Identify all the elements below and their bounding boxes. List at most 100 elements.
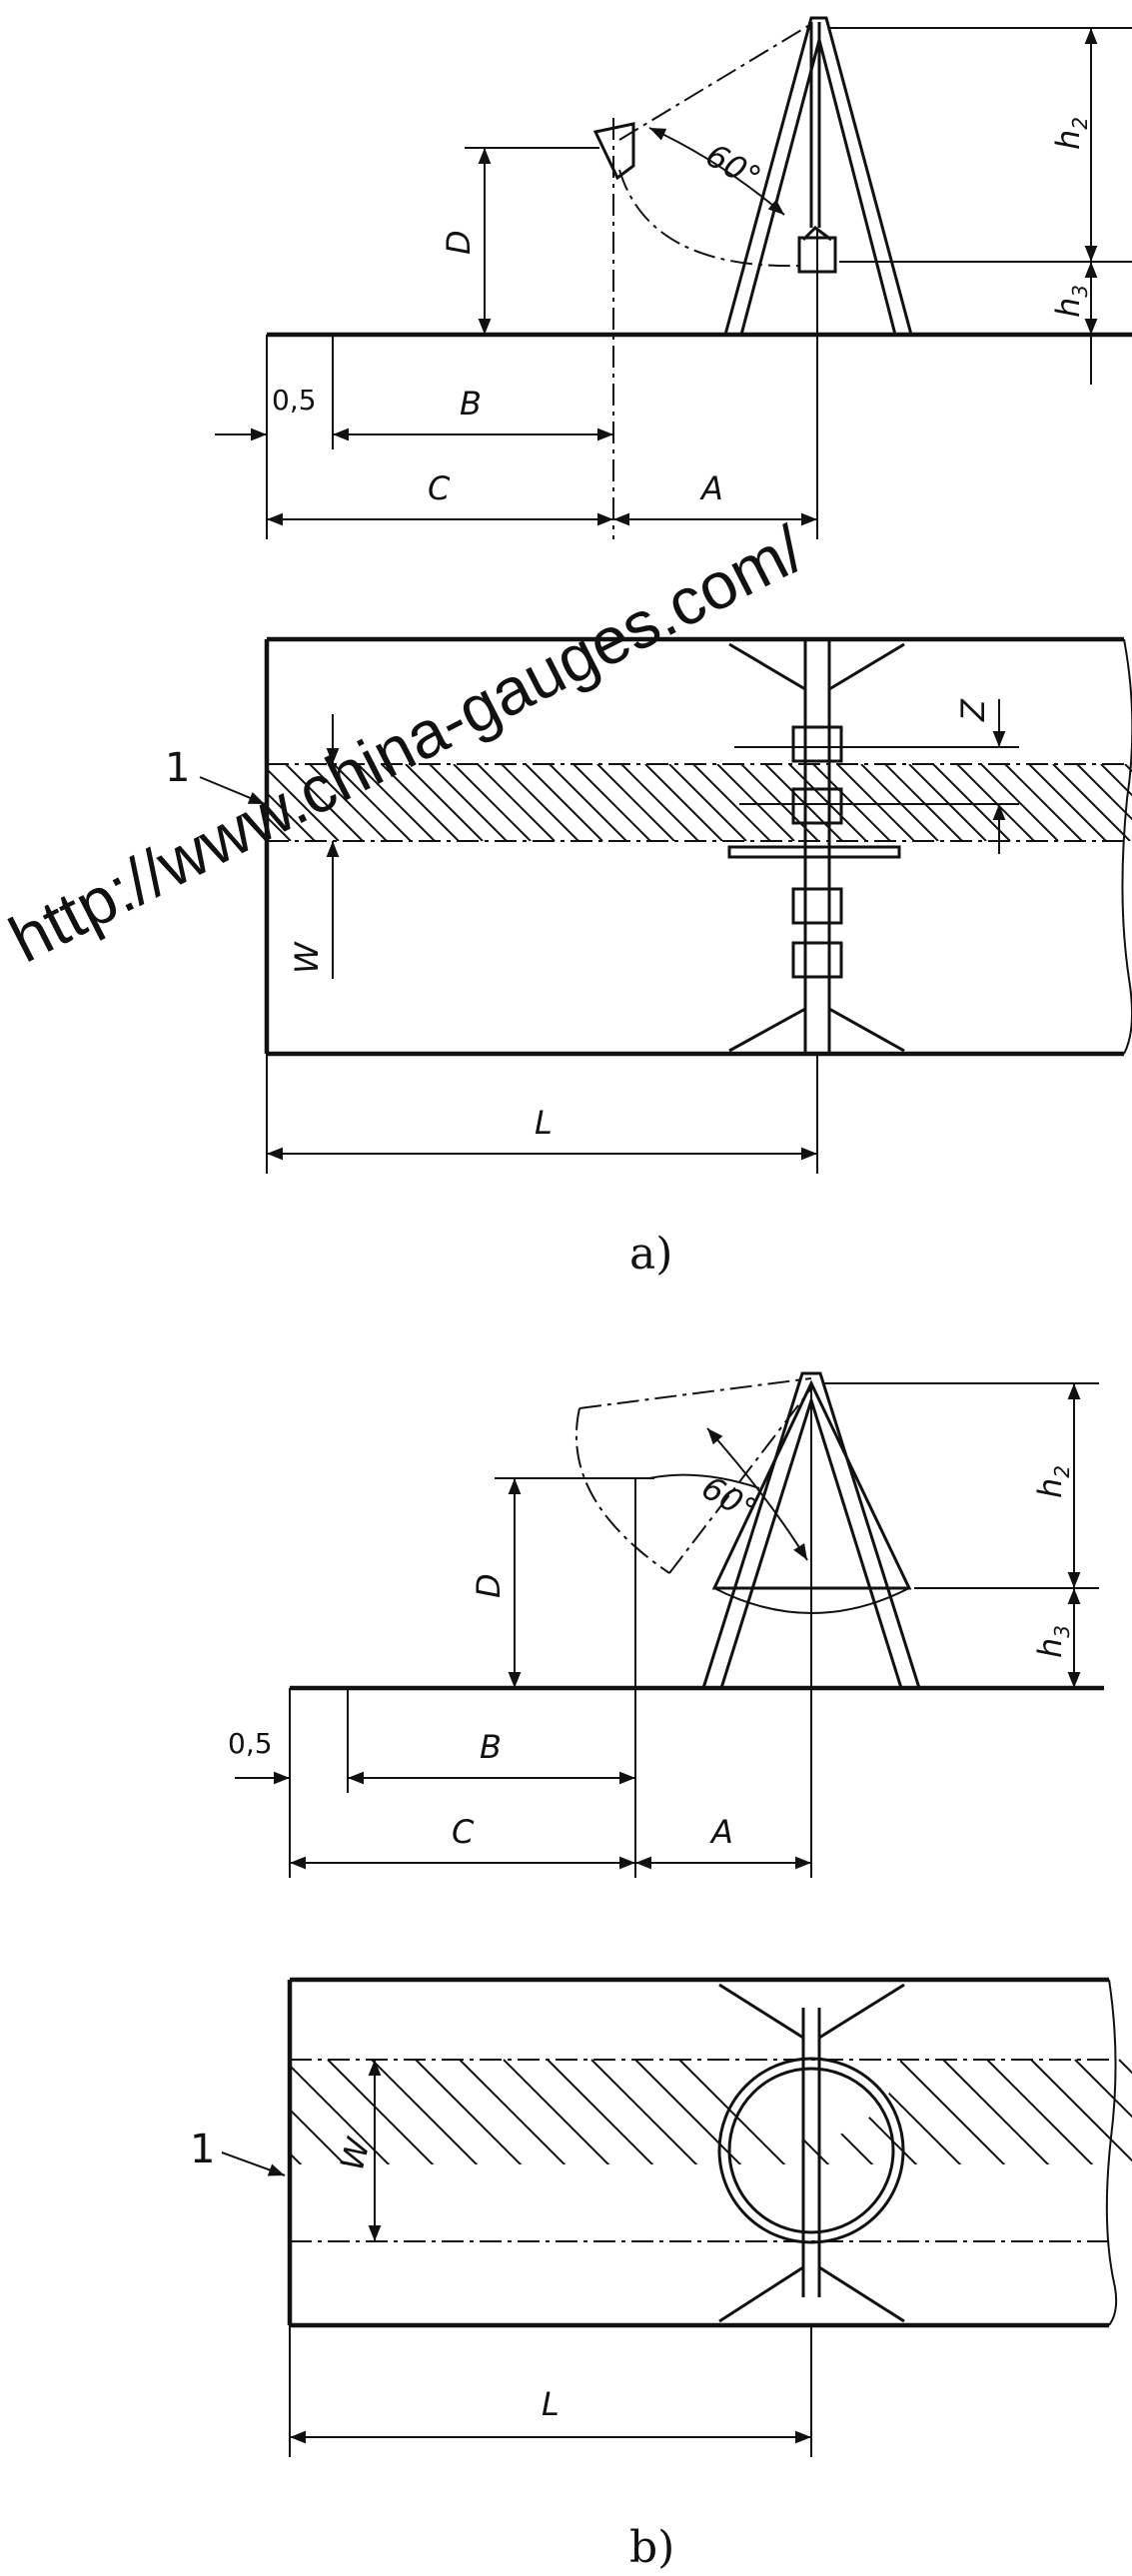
angle-label: 60° <box>699 136 767 197</box>
offset-label: 0,5 <box>272 384 317 417</box>
caption-b: b) <box>629 2522 674 2573</box>
figure-a-plan: Z W 1 L a) <box>165 636 1132 1280</box>
d-label-b: D <box>470 1573 508 1598</box>
hatch-line <box>716 764 795 841</box>
hatch-line <box>371 2059 555 2164</box>
hatch-line <box>1052 764 1131 841</box>
d-label: D <box>440 230 478 255</box>
hatch-line <box>634 2059 818 2164</box>
hatch-line <box>932 764 1011 841</box>
tyre-circle <box>717 2057 905 2244</box>
h2-label-b: h <box>1031 1478 1069 1498</box>
hatch-line <box>267 815 292 841</box>
w-label-b: W <box>333 2133 378 2174</box>
hatch-line <box>503 2059 686 2164</box>
hatch-line <box>415 2059 598 2164</box>
hatch-line <box>596 764 675 841</box>
watermark: http://www.china-gauges.com/ <box>0 511 815 977</box>
figure-b-plan: W 1 L b) <box>190 1977 1132 2573</box>
hatch-line <box>290 2059 423 2164</box>
hatch-line <box>501 764 579 841</box>
hatch-line <box>980 764 1059 841</box>
break-line <box>1121 638 1132 1055</box>
tyre-contact <box>791 725 843 763</box>
svg-text:h3: h3 <box>1049 285 1092 318</box>
a-label: A <box>699 469 723 507</box>
h3-label: h <box>1049 298 1087 318</box>
hatch-line <box>1004 764 1083 841</box>
hatch-line <box>333 764 412 841</box>
hatched-strip-b <box>290 2059 1132 2164</box>
hatch-line <box>668 764 747 841</box>
angle-label-b: 60° <box>695 1468 763 1529</box>
svg-text:h2: h2 <box>1031 1465 1074 1498</box>
pendulum-start <box>592 122 635 181</box>
hatch-line <box>381 764 460 841</box>
hatch-line <box>1100 764 1132 797</box>
offset-label-b: 0,5 <box>228 1727 273 1760</box>
a-label-b: A <box>709 1813 733 1851</box>
hatch-line <box>692 764 771 841</box>
hatch-line <box>860 764 939 841</box>
l-label-b: L <box>542 2385 560 2423</box>
h2-label: h <box>1049 130 1087 150</box>
crossbar <box>727 845 901 859</box>
hatch-line <box>854 2059 1038 2164</box>
hatch-line <box>309 764 388 841</box>
c-label: C <box>428 469 451 507</box>
z-label: Z <box>954 698 992 722</box>
svg-text:h2: h2 <box>1049 117 1092 150</box>
hatch-line <box>459 2059 642 2164</box>
hatch-line <box>678 2059 862 2164</box>
hatch-line <box>1028 764 1107 841</box>
hatch-line <box>986 2059 1132 2164</box>
break-line-b <box>1105 1979 1118 2326</box>
hatch-line <box>572 764 651 841</box>
hatch-line <box>908 764 987 841</box>
hatch-line <box>267 767 340 841</box>
hatch-line <box>898 2059 1082 2164</box>
hatch-line <box>942 2059 1126 2164</box>
c-label-b: C <box>452 1813 475 1851</box>
hatch-line <box>267 791 316 841</box>
hatch-line <box>1074 2059 1132 2164</box>
hatch-line <box>327 2059 511 2164</box>
figure-a-elevation: 60° h2 h3 D 0,5 B C A <box>215 16 1132 539</box>
hatch-line <box>1076 764 1132 821</box>
hatch-line <box>620 764 699 841</box>
hatched-strip <box>267 764 1132 841</box>
b-label: B <box>460 385 482 423</box>
hatch-line <box>357 764 436 841</box>
b-label-b: B <box>480 1728 502 1766</box>
caption-a: a) <box>629 1229 672 1280</box>
hatch-line <box>956 764 1035 841</box>
h3-label-b: h <box>1031 1638 1069 1658</box>
hatch-line <box>405 764 484 841</box>
angle-arc-b <box>706 1427 808 1561</box>
hatch-line <box>549 764 627 841</box>
callout-1: 1 <box>165 745 190 791</box>
hatch-line <box>453 764 532 841</box>
hatch-line <box>429 764 508 841</box>
hatch-line <box>590 2059 774 2164</box>
w-label: W <box>288 941 326 974</box>
hatch-line <box>836 764 915 841</box>
aframe-stand <box>723 16 913 337</box>
svg-text:h3: h3 <box>1031 1625 1074 1658</box>
figure-b-elevation: 60° h2 h3 D 0,5 B C A <box>228 1371 1104 1878</box>
angle-arc <box>648 127 785 216</box>
hatch-line <box>290 2059 335 2164</box>
hatch-line <box>547 2059 730 2164</box>
hatch-line <box>285 764 364 841</box>
hatch-line <box>477 764 556 841</box>
hatch-line <box>812 764 891 841</box>
hatch-line <box>644 764 723 841</box>
callout-1-b: 1 <box>190 2127 215 2172</box>
hatch-line <box>766 2059 950 2164</box>
aframe-stand-b <box>700 1371 922 1690</box>
hatch-line <box>525 764 603 841</box>
l-label: L <box>535 1104 553 1142</box>
hatch-line <box>1030 2059 1132 2164</box>
pendulum-weight <box>797 236 837 274</box>
